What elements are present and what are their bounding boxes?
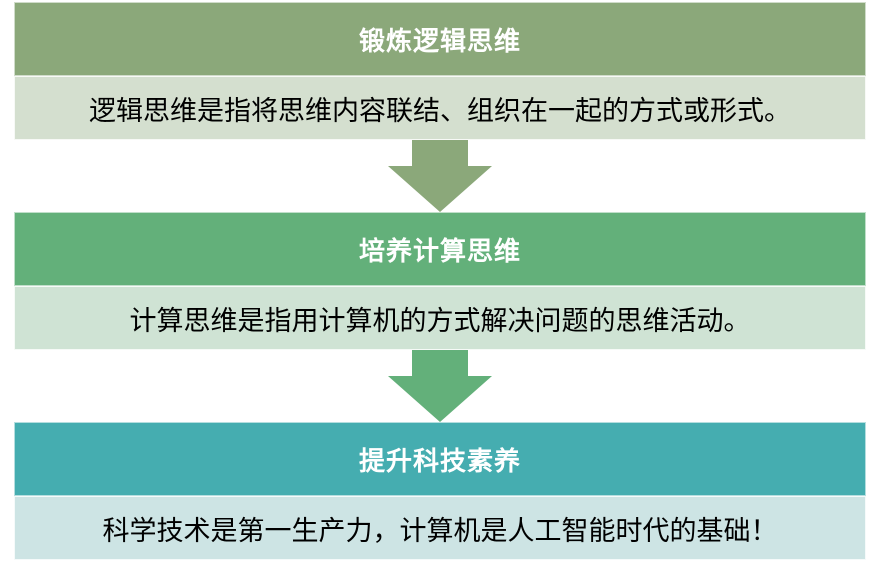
- step-description: 逻辑思维是指将思维内容联结、组织在一起的方式或形式。: [14, 76, 866, 140]
- step-title: 锻炼逻辑思维: [14, 2, 866, 76]
- down-arrow-shape: [388, 140, 492, 212]
- down-arrow-icon: [388, 350, 492, 422]
- down-arrow-shape: [388, 350, 492, 422]
- step-title: 培养计算思维: [14, 212, 866, 286]
- step-description: 计算思维是指用计算机的方式解决问题的思维活动。: [14, 286, 866, 350]
- down-arrow-icon: [388, 140, 492, 212]
- step-description: 科学技术是第一生产力，计算机是人工智能时代的基础！: [14, 496, 866, 560]
- step-title: 提升科技素养: [14, 422, 866, 496]
